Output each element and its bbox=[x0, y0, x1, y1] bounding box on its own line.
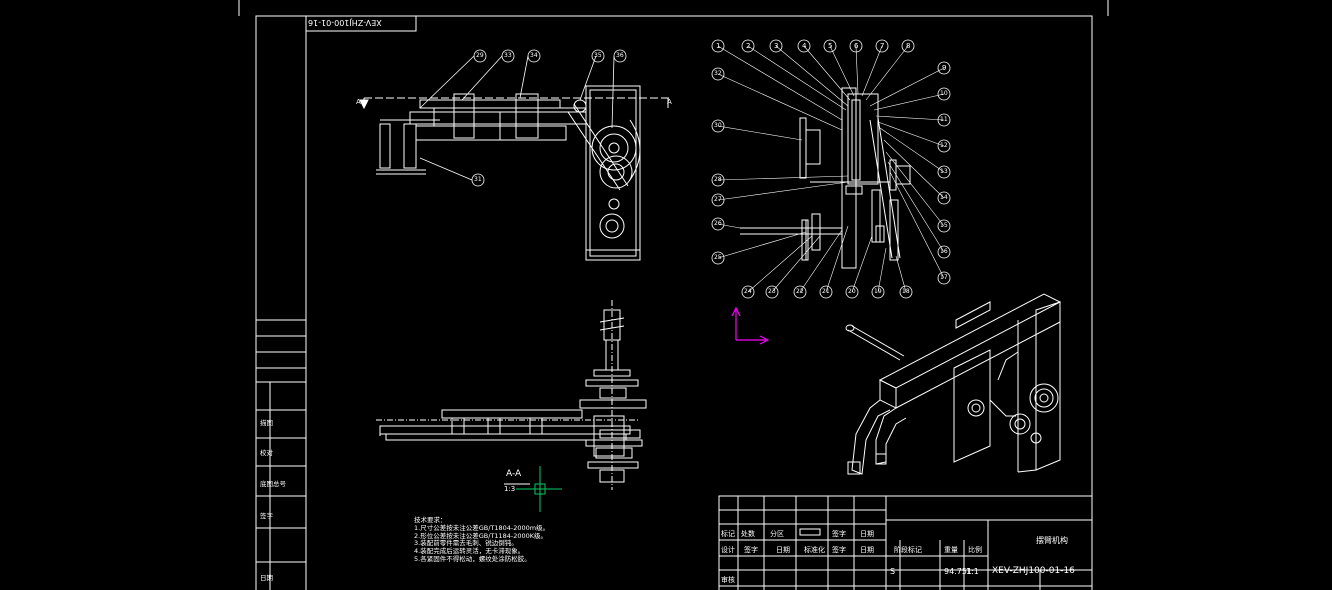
callout-side-bottom-0: 24 bbox=[744, 288, 752, 295]
tb-standard: 标准化 bbox=[804, 546, 825, 554]
callout-front-5: 31 bbox=[474, 176, 482, 183]
tech-note-2: 2.形位公差按未注公差GB/T1184-2000K级。 bbox=[414, 531, 548, 540]
tb-date-3: 日期 bbox=[860, 546, 874, 554]
tb-weight: 重量 bbox=[944, 546, 958, 554]
callout-front-0: 29 bbox=[476, 52, 484, 59]
section-view bbox=[376, 300, 647, 490]
tb-part-name: 摆臂机构 bbox=[1036, 536, 1068, 545]
technical-requirements: 技术要求： 1.尺寸公差按未注公差GB/T1804-2000m级。 2.形位公差… bbox=[414, 516, 550, 564]
callout-side-top-5: 6 bbox=[854, 42, 859, 50]
cut-marker-right: A bbox=[667, 98, 672, 106]
side-view bbox=[740, 87, 911, 269]
strip-label-date: 日期 bbox=[260, 574, 273, 582]
front-view-balloons bbox=[471, 49, 627, 187]
tb-mark: 标记 bbox=[721, 530, 735, 538]
front-view bbox=[359, 85, 670, 261]
callout-side-top-2: 3 bbox=[774, 42, 779, 50]
callout-side-top-4: 5 bbox=[828, 42, 833, 50]
callout-side-right-6: 15 bbox=[940, 222, 948, 229]
tech-note-3: 3.装配前零件需去毛刺、锐边倒钝。 bbox=[414, 539, 518, 548]
left-strip-grid bbox=[256, 319, 306, 590]
tb-sign-2: 签字 bbox=[744, 546, 758, 554]
tb-zone: 分区 bbox=[770, 530, 784, 538]
callout-side-right-8: 17 bbox=[940, 274, 948, 281]
callout-side-left-3: 27 bbox=[714, 196, 722, 203]
section-label: A-A bbox=[506, 469, 522, 479]
callout-side-top-3: 4 bbox=[802, 42, 807, 50]
cut-marker-left: A bbox=[356, 98, 361, 106]
tb-stage-mark: 阶段标记 bbox=[894, 546, 922, 554]
callout-front-3: 35 bbox=[594, 52, 602, 59]
tb-scale-value: 1:1 bbox=[966, 567, 979, 576]
tech-note-1: 1.尺寸公差按未注公差GB/T1804-2000m级。 bbox=[414, 523, 550, 532]
side-view-balloons bbox=[711, 39, 951, 299]
title-block-grid bbox=[718, 495, 1093, 590]
front-view-leaders bbox=[419, 55, 615, 181]
strip-label-trace: 描图 bbox=[260, 419, 273, 427]
section-scale: 1:3 bbox=[504, 485, 516, 493]
tb-review: 审核 bbox=[721, 576, 735, 584]
strip-label-base-no: 底图总号 bbox=[260, 480, 286, 488]
callout-side-top-6: 7 bbox=[880, 42, 885, 50]
callout-side-top-0: 1 bbox=[716, 42, 721, 50]
callout-side-right-2: 11 bbox=[940, 116, 948, 123]
strip-label-check: 校对 bbox=[260, 449, 273, 457]
tech-note-4: 4.装配完成后运转灵活，无卡滞现象。 bbox=[414, 547, 525, 556]
ucs-icon[interactable] bbox=[731, 306, 770, 345]
tb-stage-value: S bbox=[890, 567, 896, 576]
callout-side-right-7: 16 bbox=[940, 248, 948, 255]
tb-date-2: 日期 bbox=[776, 546, 790, 554]
tb-design: 设计 bbox=[721, 546, 735, 554]
tb-count: 处数 bbox=[741, 530, 755, 538]
callout-side-bottom-5: 19 bbox=[874, 288, 882, 295]
sheet-border bbox=[255, 15, 1093, 590]
tech-note-title: 技术要求： bbox=[414, 516, 447, 524]
callout-side-right-1: 10 bbox=[940, 90, 948, 97]
callout-side-top-7: 8 bbox=[906, 42, 911, 50]
callout-side-left-0: 32 bbox=[714, 70, 722, 77]
callout-side-left-5: 25 bbox=[714, 254, 722, 261]
flipped-drawing-code: XEV-ZHJ100-01-16 bbox=[308, 18, 382, 27]
callout-side-bottom-1: 23 bbox=[768, 288, 776, 295]
flipped-code-box bbox=[305, 15, 417, 32]
callout-front-2: 34 bbox=[530, 52, 538, 59]
tb-drawing-number: XEV-ZHJ100-01-16 bbox=[992, 566, 1075, 576]
section-cursor bbox=[516, 466, 562, 512]
callout-side-right-4: 13 bbox=[940, 168, 948, 175]
callout-side-right-3: 12 bbox=[940, 142, 948, 149]
tb-sign-3: 签字 bbox=[832, 546, 846, 554]
callout-side-bottom-3: 21 bbox=[822, 288, 830, 295]
callout-side-right-0: 9 bbox=[942, 64, 947, 72]
isometric-view bbox=[845, 293, 1062, 475]
callout-side-right-5: 14 bbox=[940, 194, 948, 201]
tech-note-5: 5.各紧固件不得松动，螺纹处涂防松胶。 bbox=[414, 554, 531, 563]
strip-label-sign: 签字 bbox=[260, 512, 273, 520]
tb-sign-1: 签字 bbox=[832, 530, 846, 538]
callout-side-bottom-4: 20 bbox=[848, 288, 856, 295]
callout-side-left-1: 30 bbox=[714, 122, 722, 129]
tb-weight-value: 94.751 bbox=[944, 567, 972, 576]
callout-front-1: 33 bbox=[504, 52, 512, 59]
callout-side-top-1: 2 bbox=[746, 42, 751, 50]
tb-date-1: 日期 bbox=[860, 530, 874, 538]
callout-front-4: 36 bbox=[616, 52, 624, 59]
callout-side-left-2: 28 bbox=[714, 176, 722, 183]
callout-side-bottom-6: 18 bbox=[902, 288, 910, 295]
tb-scale: 比例 bbox=[968, 546, 982, 554]
callout-side-left-4: 26 bbox=[714, 220, 722, 227]
callout-side-bottom-2: 22 bbox=[796, 288, 804, 295]
side-view-leaders bbox=[717, 45, 945, 293]
